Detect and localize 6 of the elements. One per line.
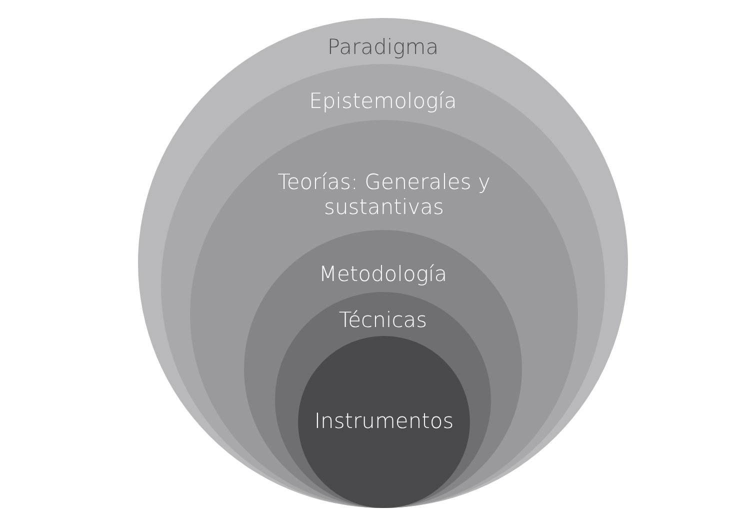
layer-label: Epistemología (309, 89, 457, 114)
layer-label: Metodología (318, 262, 448, 287)
layer-label: Teorías: Generales y sustantivas (276, 170, 492, 220)
layer-label: Paradigma (327, 35, 439, 60)
layer-label: Instrumentos (314, 409, 454, 434)
layer-label: Técnicas (338, 308, 428, 333)
